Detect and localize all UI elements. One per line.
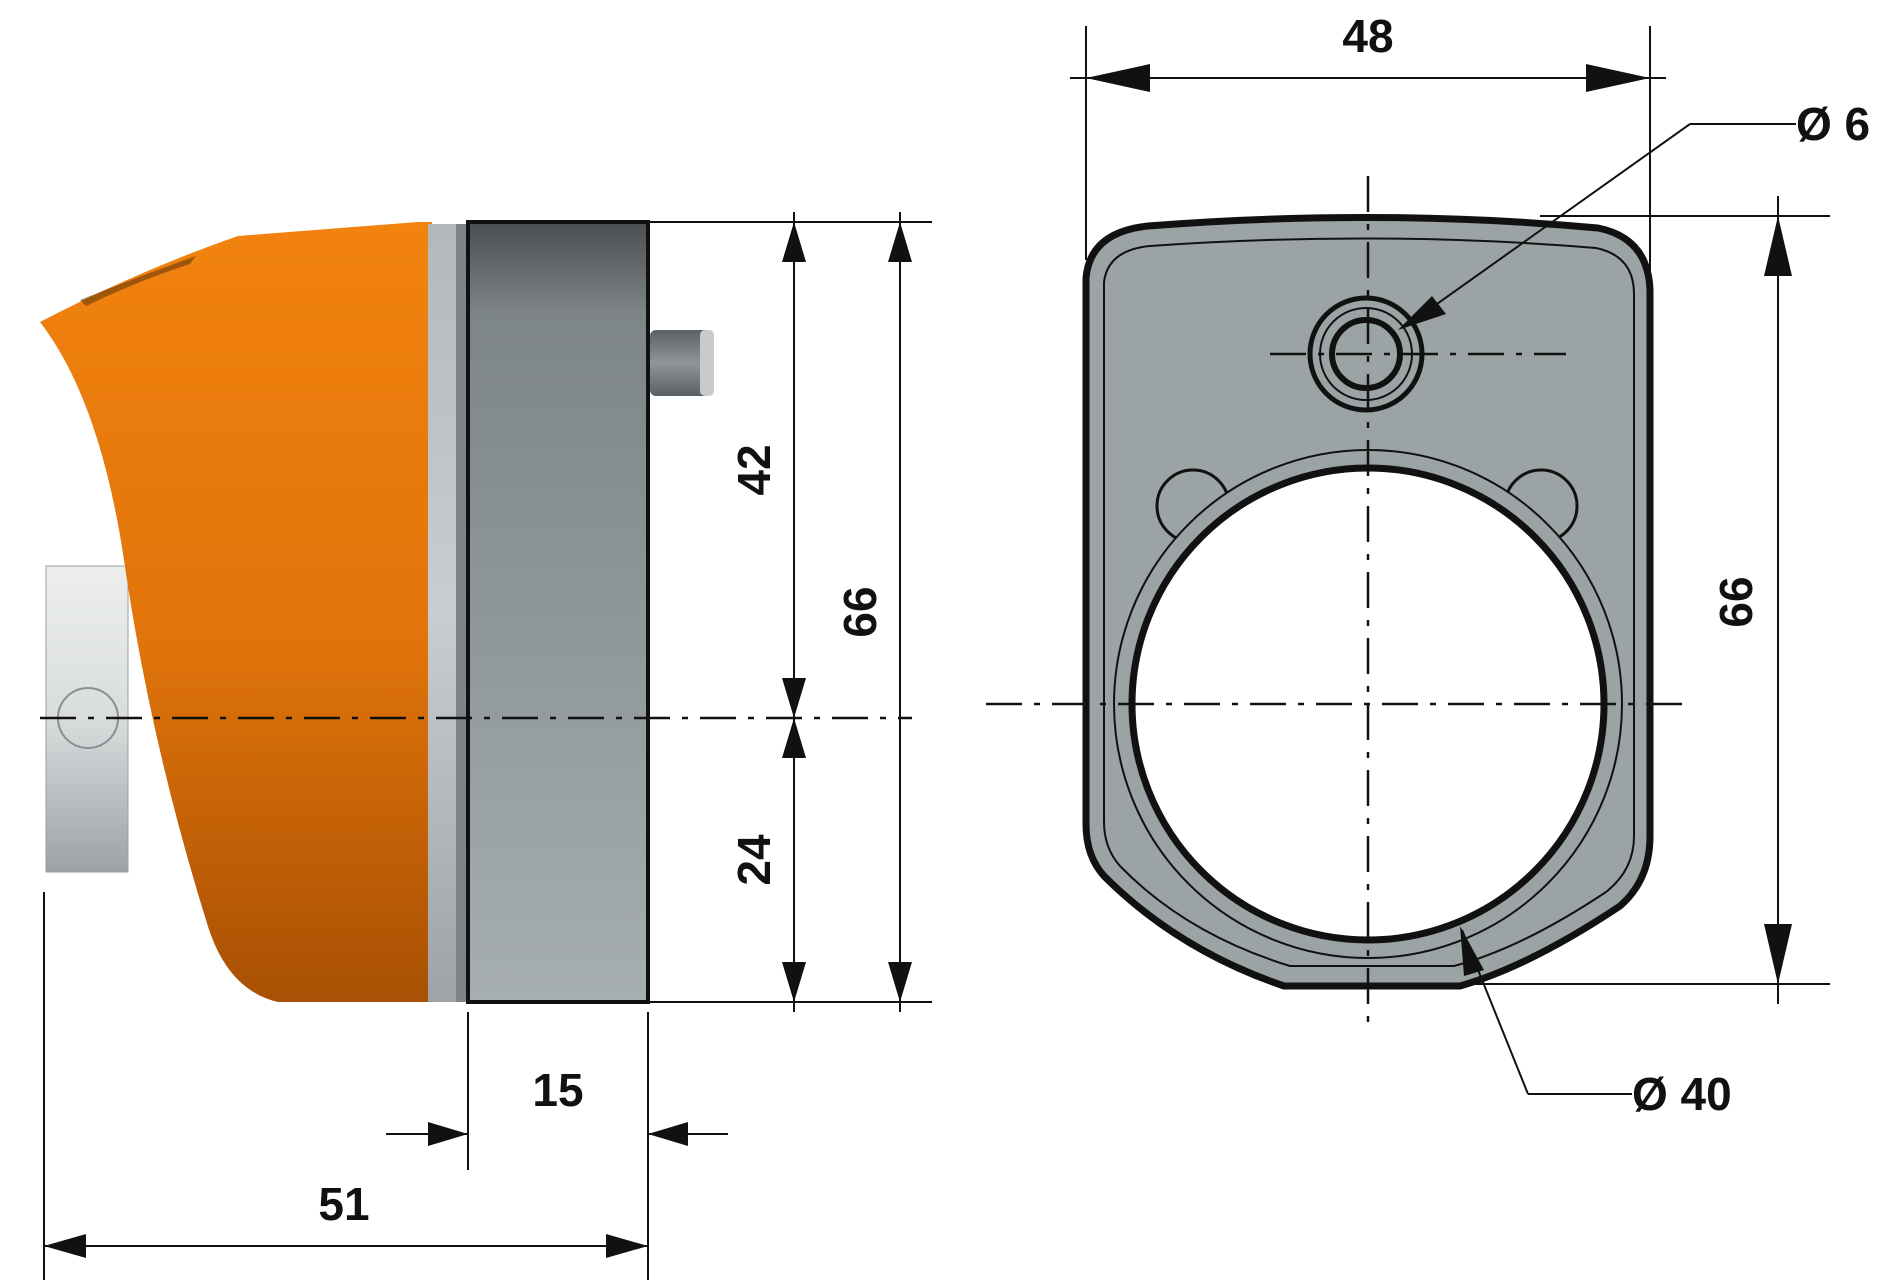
flange-pin xyxy=(650,330,712,396)
dim-side-24: 24 xyxy=(728,834,780,886)
dim-side-66: 66 xyxy=(834,586,886,637)
dim-depth-51: 51 xyxy=(318,1178,369,1230)
front-inner-outline xyxy=(1103,237,1635,967)
dim-flange-15: 15 xyxy=(532,1064,583,1116)
flange-block xyxy=(466,220,650,1004)
large-hole-leader xyxy=(1460,926,1632,1095)
side-height-dimensions xyxy=(650,212,932,1012)
front-height-dimension xyxy=(1470,196,1830,1004)
front-width-dimension xyxy=(1070,26,1666,280)
side-view xyxy=(40,220,714,1004)
housing-top-shadow xyxy=(80,256,196,306)
side-depth-dimensions xyxy=(43,892,728,1280)
dim-front-66: 66 xyxy=(1710,576,1762,627)
side-plate-edge xyxy=(456,224,468,1002)
dim-front-48: 48 xyxy=(1342,10,1393,62)
dim-large-hole: Ø 40 xyxy=(1632,1068,1732,1120)
orange-housing xyxy=(40,222,432,1002)
dim-side-42: 42 xyxy=(728,444,780,495)
dim-small-hole: Ø 6 xyxy=(1796,98,1870,150)
flange-pin-tip xyxy=(700,330,714,396)
small-hole-leader xyxy=(1398,123,1796,330)
